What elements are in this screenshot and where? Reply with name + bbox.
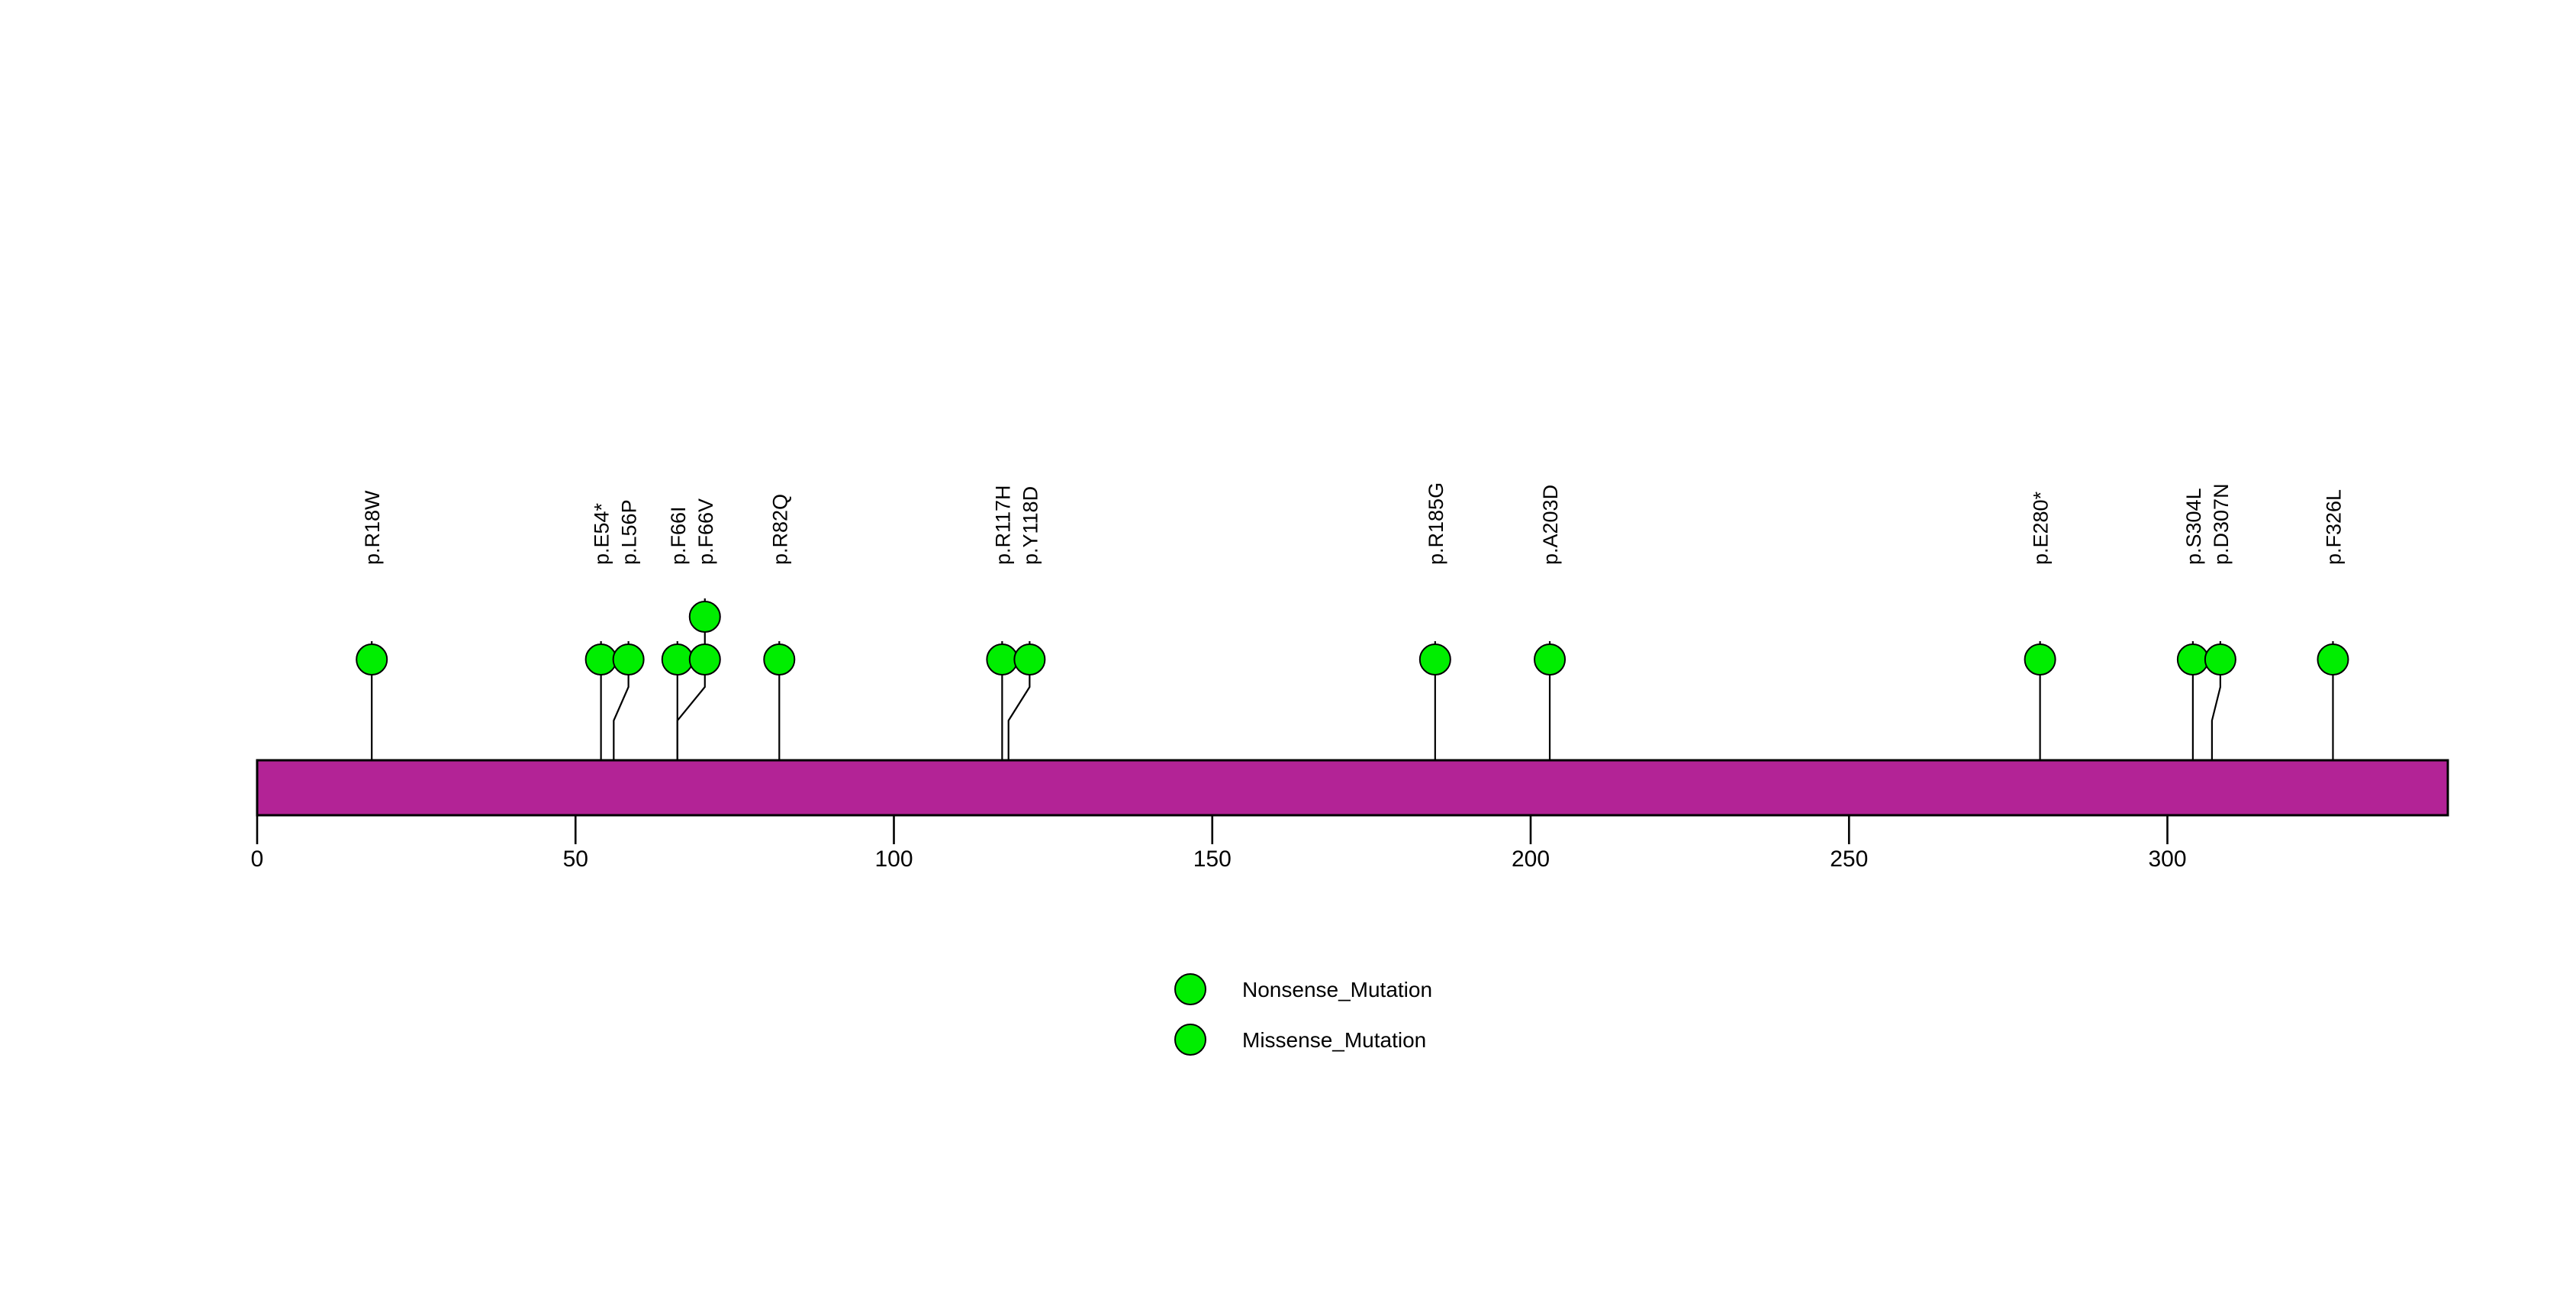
mutation-node-pR18W[interactable] — [356, 643, 388, 676]
mutation-node-pF326L[interactable] — [2317, 643, 2349, 676]
mutation-label-pD307N: p.D307N — [2210, 483, 2233, 565]
mutation-node-pS304L[interactable] — [2176, 643, 2209, 676]
legend-label-0: Nonsense_Mutation — [1242, 978, 1432, 1001]
mutation-node-pL56P[interactable] — [612, 643, 645, 676]
axis-tick-label-200: 200 — [1512, 847, 1550, 872]
mutation-label-pR117H: p.R117H — [991, 485, 1014, 565]
protein-domain-bar — [256, 759, 2449, 817]
axis-layer: 0 50 100 150 200 250 300 — [251, 815, 2187, 872]
mutation-node-pY118D[interactable] — [1013, 643, 1046, 676]
mutation-node-pE280[interactable] — [2024, 643, 2056, 676]
mutation-label-pF326L: p.F326L — [2322, 489, 2345, 565]
mutation-nodes-layer — [356, 601, 2349, 676]
mutation-label-pF66V: p.F66V — [694, 498, 717, 565]
mutation-label-pR18W: p.R18W — [361, 490, 384, 565]
mutation-label-pE280: p.E280* — [2030, 491, 2053, 565]
mutation-node-pF66I[interactable] — [661, 643, 694, 676]
mutation-node-pR82Q[interactable] — [763, 643, 796, 676]
legend-label-1: Missense_Mutation — [1242, 1028, 1426, 1052]
mutation-label-pR185G: p.R185G — [1425, 482, 1447, 565]
mutation-node-pD307N[interactable] — [2204, 643, 2236, 676]
legend-swatch-0 — [1174, 973, 1206, 1005]
mutation-label-pS304L: p.S304L — [2182, 488, 2205, 565]
axis-tick-label-250: 250 — [1830, 847, 1868, 872]
mutation-node-pR185G[interactable] — [1418, 643, 1451, 676]
axis-tick-label-150: 150 — [1193, 847, 1232, 872]
axis-tick-label-300: 300 — [2148, 847, 2186, 872]
mutation-label-pR82Q: p.R82Q — [768, 494, 791, 565]
mutation-label-pE54: p.E54* — [591, 502, 613, 565]
axis-tick-label-50: 50 — [563, 847, 588, 872]
mutation-label-pL56P: p.L56P — [618, 499, 641, 565]
mutation-node-pF66V[interactable] — [688, 601, 721, 633]
mutation-label-pY118D: p.Y118D — [1019, 486, 1042, 565]
protein-bar-layer — [256, 759, 2449, 817]
mutation-node-pF66V[interactable] — [688, 643, 721, 676]
mutation-node-pR117H[interactable] — [986, 643, 1019, 676]
axis-tick-label-0: 0 — [251, 847, 264, 872]
legend-swatch-1 — [1174, 1024, 1206, 1056]
mutation-node-pE54[interactable] — [584, 643, 617, 676]
axis-tick-label-100: 100 — [874, 847, 913, 872]
mutation-node-pA203D[interactable] — [1534, 643, 1567, 676]
mutation-label-pF66I: p.F66I — [667, 506, 690, 565]
mutation-label-pA203D: p.A203D — [1539, 485, 1562, 565]
